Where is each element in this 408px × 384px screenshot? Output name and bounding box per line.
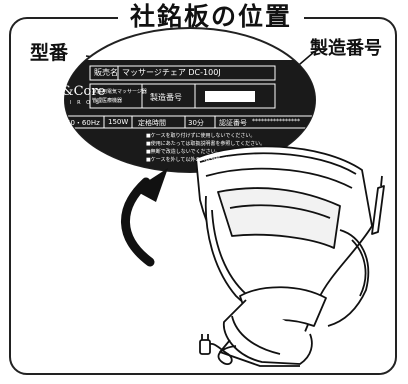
plate-serial-label: 製造番号 (150, 93, 182, 102)
plate-cert-label: 認証番号 (219, 119, 247, 127)
plate-notice-1: ■ケースを取り付けずに使用しないでください。 (146, 133, 256, 139)
plate-category-line2: 管理医療機器 (92, 98, 123, 104)
plate-notice-4: ■ケースを外して以外の人は分解・修理をしないで (146, 157, 261, 163)
power-cord (199, 334, 237, 366)
callout-serial-number: 製造番号 (310, 38, 382, 59)
page-title: 社銘板の位置 (118, 2, 305, 32)
plate-product-label: 販売名 (94, 68, 118, 77)
plate-spec-time: 30分 (188, 119, 204, 127)
plate-cert-value: **************** (252, 118, 300, 125)
plate-notice-3: ■無断で改造しないでください。 (146, 149, 221, 155)
plate-notice-2: ■使用にあたっては取扱説明書を参照してください。 (146, 141, 266, 147)
plate-category-line1: 家庭用電気マッサージ器 (92, 89, 147, 95)
callout-model-number: 型番 (30, 42, 69, 64)
plate-spec-power: 150W (108, 118, 129, 126)
plate-brand: &Core (62, 84, 106, 99)
arrow-head (134, 168, 168, 202)
plate-product-name: マッサージチェア DC-100J (122, 68, 221, 77)
massage-chair (195, 145, 385, 367)
plate-spec-freq: 50・60Hz (66, 119, 100, 127)
plate-brand-sub: I R O S (70, 100, 101, 106)
serial-number-box (205, 91, 255, 102)
plate-spec-time-label: 定格時間 (138, 119, 166, 127)
